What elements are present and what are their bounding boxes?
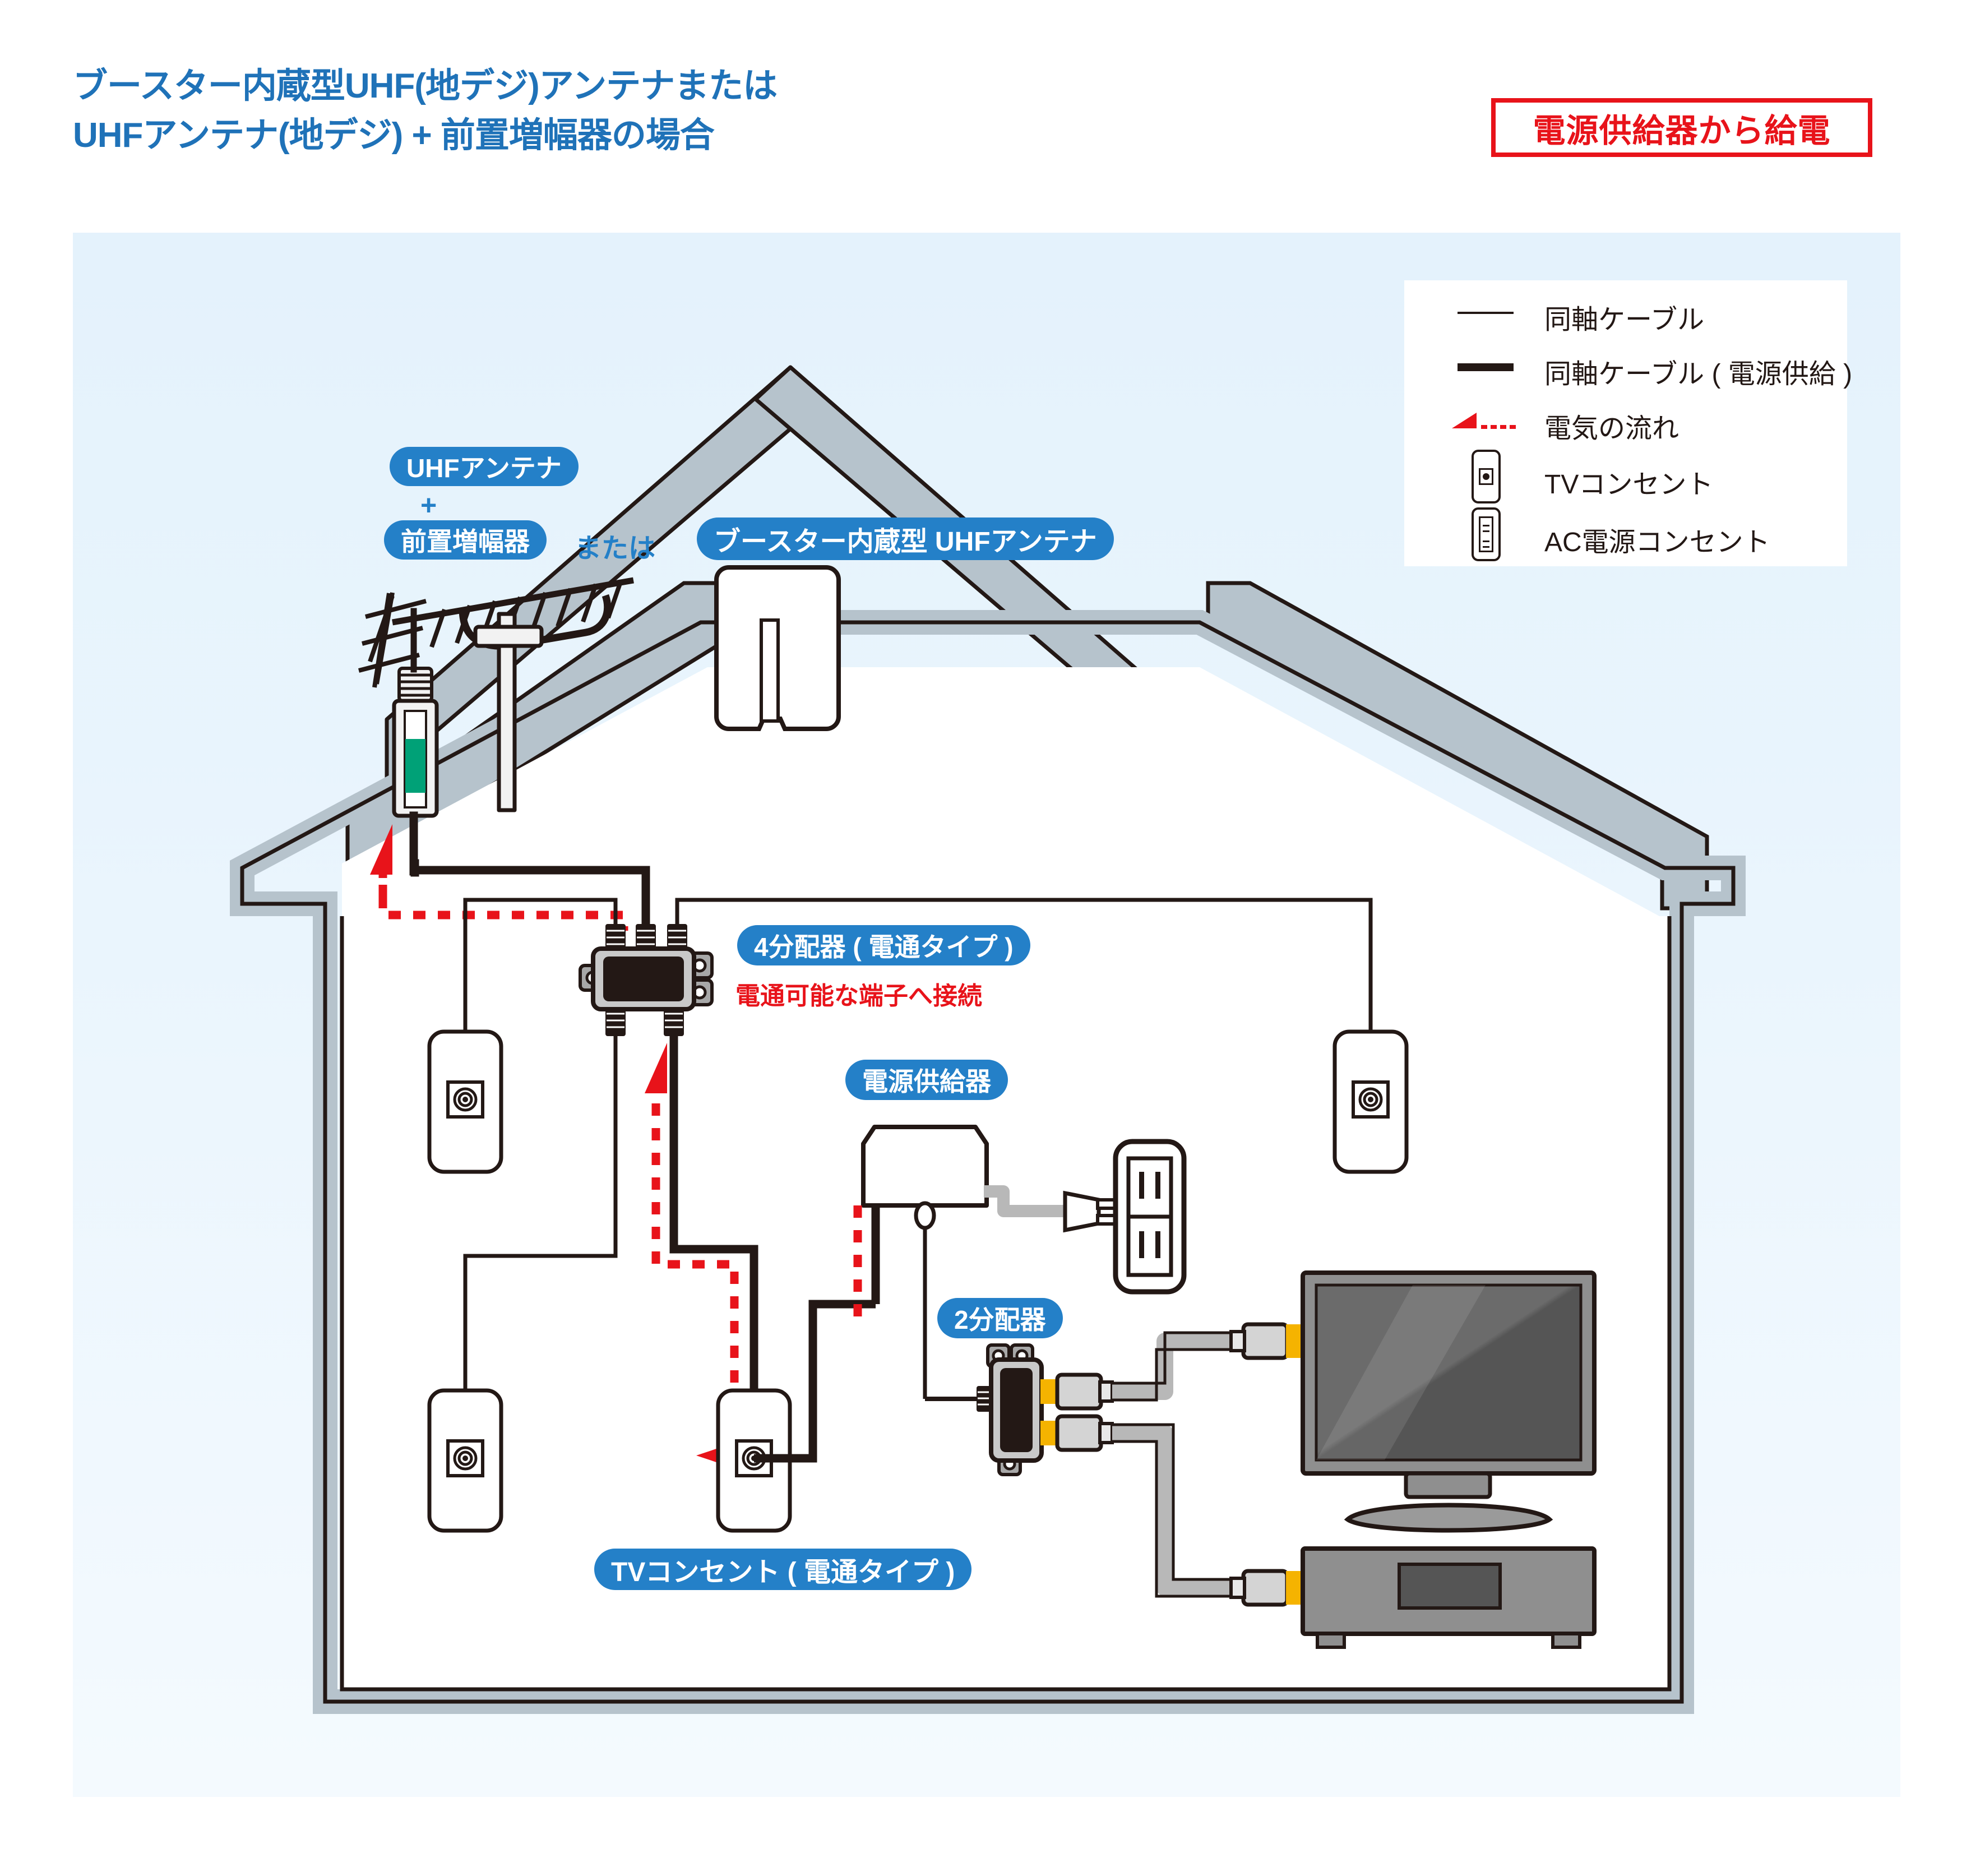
tv-wall-outlet-bottom-left[interactable] [427, 1388, 503, 1533]
power-flow-dotted-roof [378, 896, 628, 931]
television [1301, 1270, 1597, 1533]
tv-outlet-icon [1472, 450, 1501, 503]
legend-item-ac-outlet: AC電源コンセント [1404, 506, 1847, 562]
label-or: または [575, 534, 656, 563]
tv-wall-outlet-top-left[interactable] [427, 1029, 503, 1174]
ac-outlet-icon [1472, 507, 1501, 561]
bd-recorder [1301, 1546, 1597, 1649]
coax-power-cable-run [409, 608, 650, 935]
red-arrow-dotted-icon [1452, 413, 1516, 429]
tv-wall-outlet-powered[interactable] [716, 1300, 876, 1533]
legend-panel: 同軸ケーブル 同軸ケーブル ( 電源供給 ) 電気の流れ TVコンセント [1404, 280, 1852, 566]
title-line-1: ブースター内蔵型UHF(地デジ)アンテナまたは [73, 67, 778, 105]
coax-lead-to-recorder [1112, 1423, 1305, 1607]
tv-wall-outlet-top-right[interactable] [1332, 1029, 1409, 1174]
booster-builtin-antenna [714, 565, 841, 731]
two-way-splitter [925, 1343, 1114, 1476]
thick-line-icon [1458, 363, 1514, 371]
label-splitter-note: 電通可能な端子へ接続 [735, 982, 982, 1010]
legend-item-coax-power: 同軸ケーブル ( 電源供給 ) [1404, 345, 1852, 390]
four-way-splitter [463, 898, 1373, 1441]
legend-label: 同軸ケーブル ( 電源供給 ) [1544, 359, 1853, 389]
page-title: ブースター内蔵型UHF(地デジ)アンテナまたは UHFアンテナ(地デジ) + 前… [73, 62, 778, 160]
legend-item-tv-outlet: TVコンセント [1404, 449, 1847, 505]
coax-lead-to-tv [1112, 1322, 1305, 1402]
label-two-way-splitter: 2分配器 [937, 1298, 1063, 1338]
power-supply-unit [861, 1125, 1119, 1399]
status-badge: 電源供給器から給電 [1491, 98, 1872, 157]
thin-line-icon [1458, 312, 1514, 314]
label-preamp: 前置増幅器 [384, 520, 547, 560]
legend-label: TVコンセント [1544, 470, 1714, 500]
label-uhf-antenna: UHFアンテナ [390, 447, 579, 486]
label-four-way-splitter: 4分配器 ( 電通タイプ ) [737, 925, 1030, 965]
preamp-booster [392, 667, 439, 818]
legend-label: 同軸ケーブル [1544, 305, 1705, 335]
label-plus: + [420, 489, 437, 521]
uhf-yagi-antenna [358, 577, 634, 812]
power-flow-arrow-antenna [370, 824, 392, 896]
status-badge-label: 電源供給器から給電 [1533, 112, 1831, 149]
label-power-supply: 電源供給器 [845, 1060, 1008, 1100]
legend-item-power-flow: 電気の流れ [1404, 399, 1847, 444]
title-line-2: UHFアンテナ(地デジ) + 前置増幅器の場合 [73, 116, 715, 155]
label-booster-antenna: ブースター内蔵型 UHFアンテナ [697, 517, 1114, 560]
legend-label: 電気の流れ [1544, 414, 1679, 443]
power-flow-arrow-splitter [645, 1043, 667, 1093]
power-flow-dotted-indoor [651, 1103, 739, 1463]
legend-label: AC電源コンセント [1544, 528, 1770, 557]
label-tv-outlet-type: TVコンセント ( 電通タイプ ) [594, 1549, 972, 1590]
ac-wall-outlet[interactable] [1113, 1139, 1187, 1295]
legend-item-coax: 同軸ケーブル [1404, 290, 1847, 335]
